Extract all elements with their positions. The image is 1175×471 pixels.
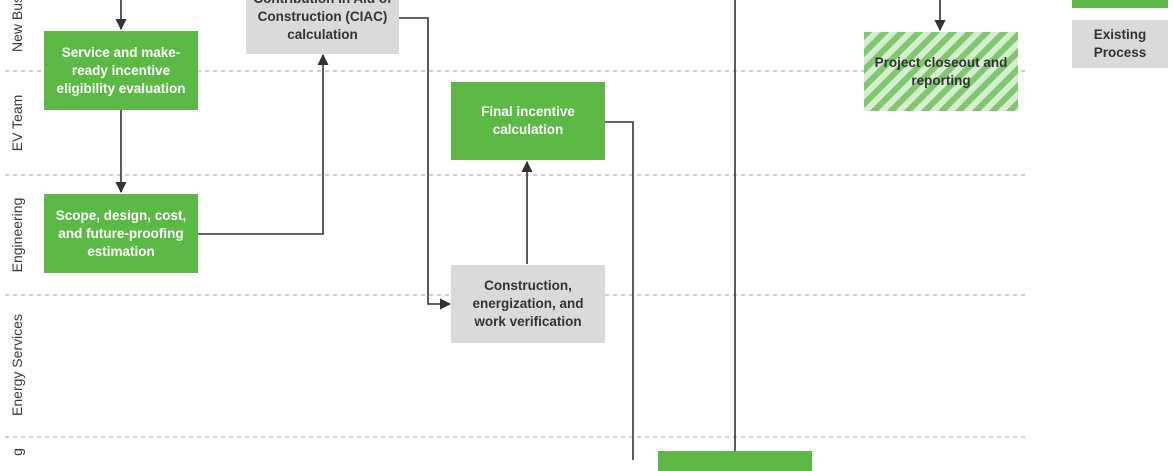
box-eligibility-evaluation: Service and make-ready incentive eligibi… — [44, 31, 198, 110]
connectors — [115, 0, 946, 460]
box-scope-estimation: Scope, design, cost, and future-proofing… — [44, 194, 198, 273]
connector-scope-to-ciac — [198, 53, 329, 235]
legend-new-process-swatch — [1072, 0, 1168, 8]
process-flow-diagram — [5, 0, 1025, 460]
box-ciac-calculation: Contribution in Aid of Construction (CIA… — [246, 0, 399, 54]
legend-existing-process: Existing Process — [1072, 20, 1168, 68]
box-construction-verification: Construction, energization, and work ver… — [451, 265, 605, 343]
connector-final-to-bottom — [605, 121, 634, 460]
box-final-incentive: Final incentive calculation — [451, 82, 605, 160]
box-bottom-process — [658, 451, 812, 471]
box-project-closeout: Project closeout and reporting — [864, 32, 1018, 111]
connector-ciac-to-construction — [399, 17, 452, 310]
